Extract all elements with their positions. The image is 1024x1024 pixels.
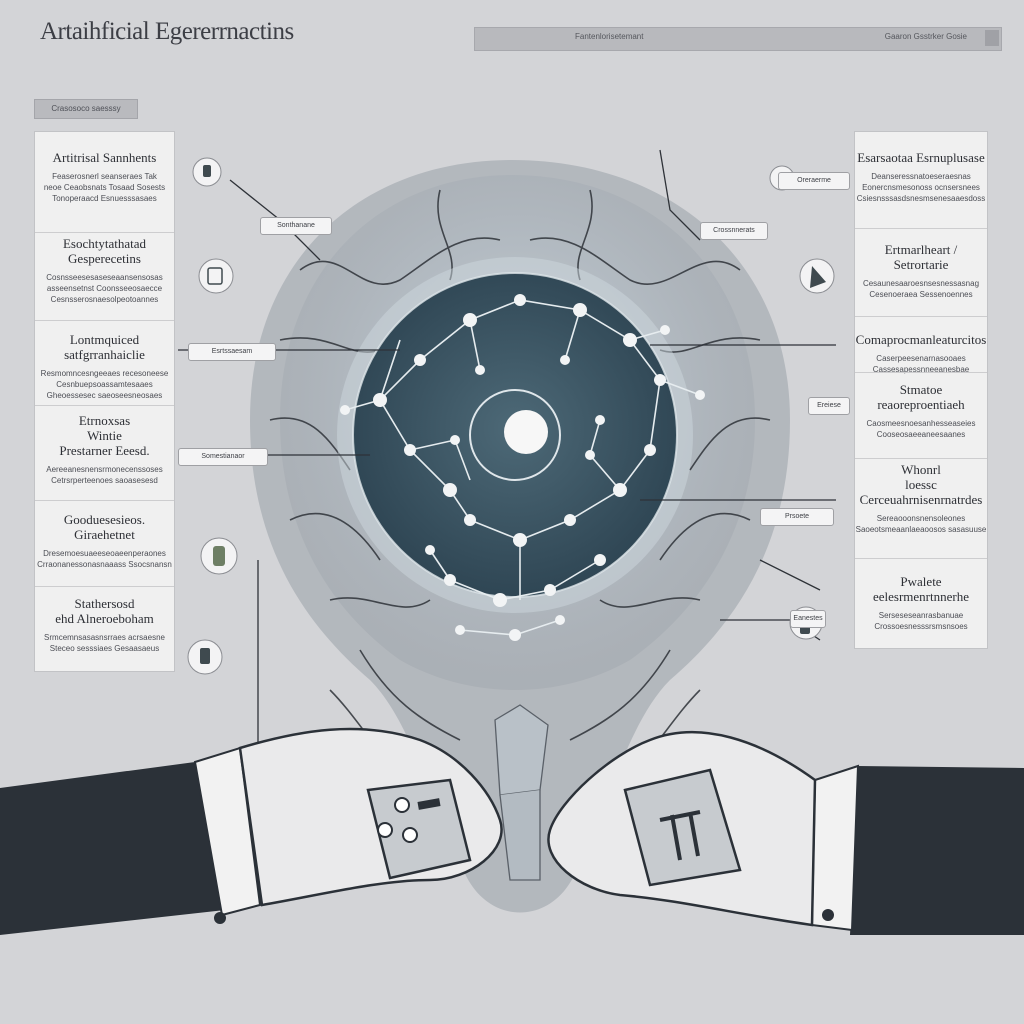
- left-item-6-heading: Stathersosd ehd Alneroeboham: [55, 596, 154, 626]
- divider: [855, 228, 987, 229]
- page-title: Artaihficial Egererrnactins: [40, 18, 294, 45]
- divider: [855, 558, 987, 559]
- right-item-3-heading: Comaprocmanleaturcitos: [855, 332, 987, 347]
- right-item-2: Ertmarlheart / Setrortarie Cesaunesaaroe…: [855, 242, 987, 300]
- callout-chip: Eanestes: [790, 610, 826, 628]
- right-item-4-heading: Stmatoe reaoreproentiaeh: [877, 382, 965, 412]
- neural-nodes: [340, 294, 705, 641]
- callout-chip: Sonthanane: [260, 217, 332, 235]
- top-banner: Fantenlorisetemant Gaaron Gsstrker Gosie: [474, 27, 1002, 51]
- right-item-6-heading: Pwalete eelesrmenrtnnerhe: [872, 574, 969, 604]
- left-item-6: Stathersosd ehd Alneroeboham Srmcemnsasa…: [35, 596, 174, 654]
- right-item-4-text: Caosmeesnoesanhesseaseies Cooseosaeeanee…: [866, 419, 976, 439]
- top-banner-left-text: Fantenlorisetemant: [575, 32, 644, 41]
- left-item-3-heading: Lontmquiced satfgrranhaiclie: [64, 332, 145, 362]
- left-item-2: Esochtytathatad Gesperecetins Cosnsseese…: [35, 236, 174, 305]
- right-item-6-text: Serseseseanrasbanuae Crossoesnesssrsmsns…: [874, 611, 968, 631]
- right-item-5-text: Sereaooonsnensoleones Saoeotsmeaanlaeaoo…: [855, 514, 987, 534]
- callout-chip: Oreraerme: [778, 172, 850, 190]
- left-shirt-cuff: [193, 746, 262, 917]
- left-item-2-heading: Esochtytathatad Gesperecetins: [62, 236, 147, 266]
- left-item-4-text: Aereeanesnensrmonecenssoses Cetrsrpertee…: [46, 465, 163, 485]
- right-item-2-text: Cesaunesaaroesnsesnessasnag Cesenoeraea …: [862, 279, 980, 299]
- left-item-6-text: Srmcemnsasasnsrraes acrsaesne Steceo ses…: [44, 633, 165, 653]
- right-device: [623, 768, 742, 887]
- right-item-5-heading: Whonrl loessc Cerceuahrnisenrnatrdes: [859, 462, 983, 507]
- left-item-5: Gooduesesieos. Giraehetnet Dresemoesuaee…: [35, 512, 174, 570]
- left-item-1: Artitrisal Sannhents Feaserosnerl seanse…: [35, 150, 174, 204]
- right-item-3-text: Caserpeesenarnasooaes Cassesapessnneeane…: [872, 354, 970, 374]
- left-device: [366, 778, 472, 880]
- divider: [855, 316, 987, 317]
- divider: [35, 500, 174, 501]
- left-item-3-text: Resmomncesngeeaes recesoneese Cesnbuepso…: [40, 369, 169, 400]
- left-item-4-heading: Etrnoxsas Wintie Prestarner Eeesd.: [59, 413, 150, 458]
- top-banner-right-text: Gaaron Gsstrker Gosie: [884, 32, 967, 41]
- right-item-4: Stmatoe reaoreproentiaeh Caosmeesnoesanh…: [855, 382, 987, 440]
- callout-chip: Prsoete: [760, 508, 834, 526]
- right-item-1-heading: Esarsaotaa Esrnuplusase: [857, 150, 985, 165]
- left-info-panel: Artitrisal Sannhents Feaserosnerl seanse…: [34, 131, 175, 672]
- left-item-3: Lontmquiced satfgrranhaiclie Resmomncesn…: [35, 332, 174, 401]
- section-tag: Crasosoco saesssy: [34, 99, 138, 119]
- right-item-6: Pwalete eelesrmenrtnnerhe Serseseseanras…: [855, 574, 987, 632]
- left-suit-sleeve: [0, 762, 225, 935]
- callout-chip: Esrtssaesam: [188, 343, 276, 361]
- right-item-1: Esarsaotaa Esrnuplusase Deanseressnatoes…: [855, 150, 987, 204]
- right-item-3: Comaprocmanleaturcitos Caserpeesenarnaso…: [855, 332, 987, 375]
- left-item-5-text: Dresemoesuaeeseoaeenperaones Crraonaness…: [37, 549, 172, 569]
- left-item-1-heading: Artitrisal Sannhents: [52, 150, 157, 165]
- divider: [855, 372, 987, 373]
- left-item-5-heading: Gooduesesieos. Giraehetnet: [63, 512, 146, 542]
- right-suit-sleeve: [850, 766, 1024, 935]
- right-shirt-cuff: [810, 764, 860, 932]
- right-item-5: Whonrl loessc Cerceuahrnisenrnatrdes Ser…: [855, 462, 987, 535]
- callout-chip: Crossnnerats: [700, 222, 768, 240]
- left-item-2-text: Cosnsseesesaseseaansensosas asseensetnst…: [46, 273, 163, 304]
- divider: [855, 458, 987, 459]
- top-banner-mark: [985, 30, 999, 46]
- divider: [35, 405, 174, 406]
- divider: [35, 320, 174, 321]
- callout-chip: Somestianaor: [178, 448, 268, 466]
- left-item-4: Etrnoxsas Wintie Prestarner Eeesd. Aeree…: [35, 413, 174, 486]
- right-item-2-heading: Ertmarlheart / Setrortarie: [884, 242, 958, 272]
- right-info-panel: Esarsaotaa Esrnuplusase Deanseressnatoes…: [854, 131, 988, 649]
- divider: [35, 232, 174, 233]
- divider: [35, 586, 174, 587]
- right-item-1-text: Deanseressnatoeseraesnas Eonercnsmesonos…: [856, 172, 986, 203]
- callout-chip: Ereiese: [808, 397, 850, 415]
- left-item-1-text: Feaserosnerl seanseraes Tak neoe Ceaobsn…: [43, 172, 166, 203]
